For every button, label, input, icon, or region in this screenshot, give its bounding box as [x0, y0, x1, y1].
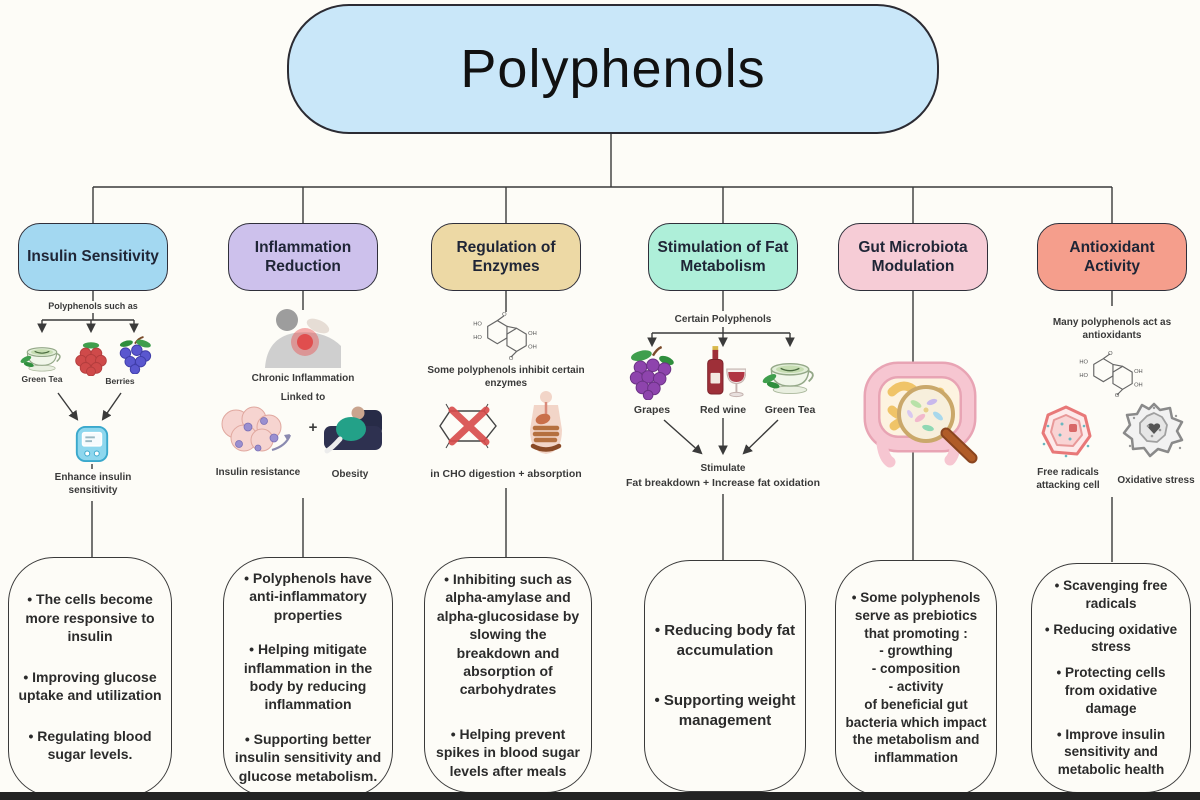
- bullet: • Scavenging free radicals: [1054, 577, 1168, 611]
- caption-red-wine: Red wine: [699, 404, 747, 416]
- caption-insulin-resistance: Insulin resistance: [215, 467, 301, 478]
- svg-text:O: O: [1115, 393, 1120, 398]
- svg-text:O: O: [509, 356, 514, 362]
- caption-act-as-antioxidants: Many polyphenols act as antioxidants: [1052, 317, 1172, 341]
- bullet: • Supporting weight management: [654, 692, 796, 729]
- caption-green-tea-2: Green Tea: [764, 404, 816, 416]
- branch-insulin-sensitivity: Insulin Sensitivity: [18, 223, 168, 291]
- outcomes-insulin-sensitivity: • The cells become more responsive to in…: [8, 557, 172, 797]
- branch-antioxidant-activity: Antioxidant Activity: [1037, 223, 1187, 291]
- bullet: • Some polyphenols serve as prebiotics t…: [845, 589, 987, 766]
- obesity-icon: [320, 402, 384, 458]
- bullet: • Helping mitigate inflammation in the b…: [243, 641, 373, 713]
- diagram-title-box: Polyphenols: [287, 4, 939, 134]
- polyphenol-molecule-icon: HO HO OH OH O O: [472, 310, 540, 362]
- caption-enhance-insulin: Enhance insulin sensitivity: [54, 472, 132, 496]
- caption-chronic-inflammation: Chronic Inflammation: [251, 373, 355, 384]
- bullet: • Protecting cells from oxidative damage: [1056, 665, 1166, 716]
- sugar-molecule-crossed-icon: [432, 396, 506, 454]
- caption-polyphenols-such-as: Polyphenols such as: [48, 301, 138, 311]
- caption-inhibit-enzymes: Some polyphenols inhibit certain enzymes: [427, 365, 585, 389]
- svg-text:OH: OH: [528, 331, 537, 337]
- green-tea-icon: [20, 336, 64, 374]
- outcomes-fat-metabolism: • Reducing body fat accumulation • Suppo…: [644, 560, 806, 792]
- caption-certain-polyphenols: Certain Polyphenols: [674, 314, 772, 325]
- bullet: • Improve insulin sensitivity and metabo…: [1056, 726, 1166, 778]
- branch-inflammation-reduction: Inflammation Reduction: [228, 223, 378, 291]
- bottom-edge-bar: [0, 792, 1200, 800]
- bullet: • Inhibiting such as alpha-amylase and a…: [436, 570, 580, 698]
- bullet: • Improving glucose uptake and utilizati…: [18, 668, 162, 704]
- outcomes-antioxidant-activity: • Scavenging free radicals • Reducing ox…: [1031, 563, 1191, 793]
- caption-oxidative-stress: Oxidative stress: [1117, 475, 1195, 486]
- caption-berries: Berries: [105, 376, 135, 386]
- caption-fat-breakdown: Fat breakdown + Increase fat oxidation: [625, 477, 820, 489]
- free-radicals-cell-icon: [1036, 402, 1096, 460]
- oxidative-stress-cell-icon: [1122, 400, 1186, 458]
- red-wine-icon: [700, 342, 746, 400]
- svg-text:HO: HO: [473, 321, 482, 327]
- caption-green-tea: Green Tea: [21, 374, 63, 384]
- grapes-icon: [624, 346, 680, 400]
- branch-regulation-of-enzymes: Regulation of Enzymes: [431, 223, 581, 291]
- branch-gut-microbiota: Gut Microbiota Modulation: [838, 223, 988, 291]
- gut-microbiota-magnifier-icon: [848, 348, 988, 476]
- caption-plus: +: [308, 419, 318, 436]
- bullet: • Supporting better insulin sensitivity …: [234, 730, 382, 784]
- outcomes-gut-microbiota: • Some polyphenols serve as prebiotics t…: [835, 560, 997, 796]
- bullet: • Polyphenols have anti-inflammatory pro…: [244, 569, 372, 623]
- digestive-system-icon: [518, 390, 574, 456]
- insulin-resistance-cells-icon: [214, 402, 300, 460]
- svg-text:HO: HO: [1079, 359, 1088, 365]
- svg-text:O: O: [1108, 351, 1113, 357]
- svg-text:HO: HO: [473, 335, 482, 341]
- svg-text:OH: OH: [1134, 369, 1143, 375]
- glucose-meter-icon: [73, 424, 111, 464]
- branch-fat-metabolism: Stimulation of Fat Metabolism: [648, 223, 798, 291]
- caption-obesity: Obesity: [331, 469, 369, 480]
- caption-grapes: Grapes: [633, 404, 671, 416]
- bullet: • Regulating blood sugar levels.: [28, 727, 152, 763]
- bullet: • Reducing oxidative stress: [1044, 621, 1178, 655]
- green-tea-cup-icon: [762, 350, 818, 396]
- bullet: • Helping prevent spikes in blood sugar …: [436, 725, 580, 779]
- caption-free-radicals: Free radicals attacking cell: [1036, 467, 1100, 491]
- caption-stimulate: Stimulate: [700, 463, 746, 474]
- svg-text:O: O: [502, 312, 507, 318]
- shoulder-inflammation-icon: [260, 308, 346, 368]
- svg-text:OH: OH: [528, 345, 537, 351]
- caption-linked-to: Linked to: [280, 392, 326, 403]
- berries-icon: [114, 336, 154, 374]
- outcomes-inflammation-reduction: • Polyphenols have anti-inflammatory pro…: [223, 557, 393, 797]
- diagram-title: Polyphenols: [460, 39, 766, 99]
- antioxidant-molecule-icon: HO HO OH OH O O: [1078, 350, 1146, 398]
- caption-cho-digestion: in CHO digestion + absorption: [430, 468, 582, 480]
- bullet: • Reducing body fat accumulation: [654, 622, 796, 660]
- outcomes-regulation-of-enzymes: • Inhibiting such as alpha-amylase and a…: [424, 557, 592, 793]
- svg-text:OH: OH: [1134, 382, 1143, 388]
- bullet: • The cells become more responsive to in…: [25, 591, 155, 645]
- raspberry-icon: [72, 340, 110, 376]
- svg-text:HO: HO: [1079, 373, 1088, 379]
